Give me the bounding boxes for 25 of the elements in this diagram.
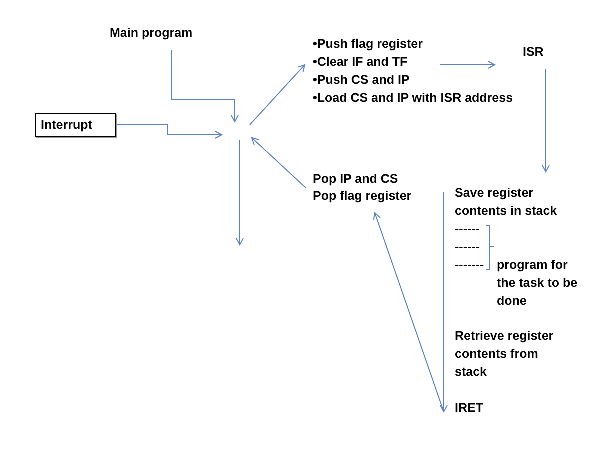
placeholder-text: ------ <box>455 221 480 238</box>
node-label: Save register contents in stack <box>455 185 558 220</box>
node-label: ISR <box>523 44 544 61</box>
step-text: Retrieve register contents from stack <box>455 328 555 381</box>
node-label: Pop flag register <box>313 188 412 205</box>
node-label: Interrupt <box>41 117 92 134</box>
node-label: •Clear IF and TF <box>313 54 408 71</box>
node-label: Pop IP and CS <box>313 171 398 188</box>
note-text: program for the task to be done <box>497 257 579 310</box>
arrow <box>440 192 448 412</box>
placeholder-text: ------ <box>455 239 480 256</box>
process-box <box>35 113 116 137</box>
arrow <box>116 124 222 139</box>
arrow <box>373 212 444 412</box>
arrow <box>542 68 550 172</box>
node-label: •Push flag register <box>313 36 423 53</box>
node-label: IRET <box>455 400 484 417</box>
arrow <box>250 64 306 126</box>
node-label: Main program <box>110 25 193 42</box>
node-label: •Push CS and IP <box>313 72 410 89</box>
arrow <box>440 61 496 69</box>
arrow <box>172 50 239 122</box>
placeholder-text: ------- <box>455 257 484 274</box>
arrow <box>252 138 306 188</box>
node-label: •Load CS and IP with ISR address <box>313 90 514 107</box>
